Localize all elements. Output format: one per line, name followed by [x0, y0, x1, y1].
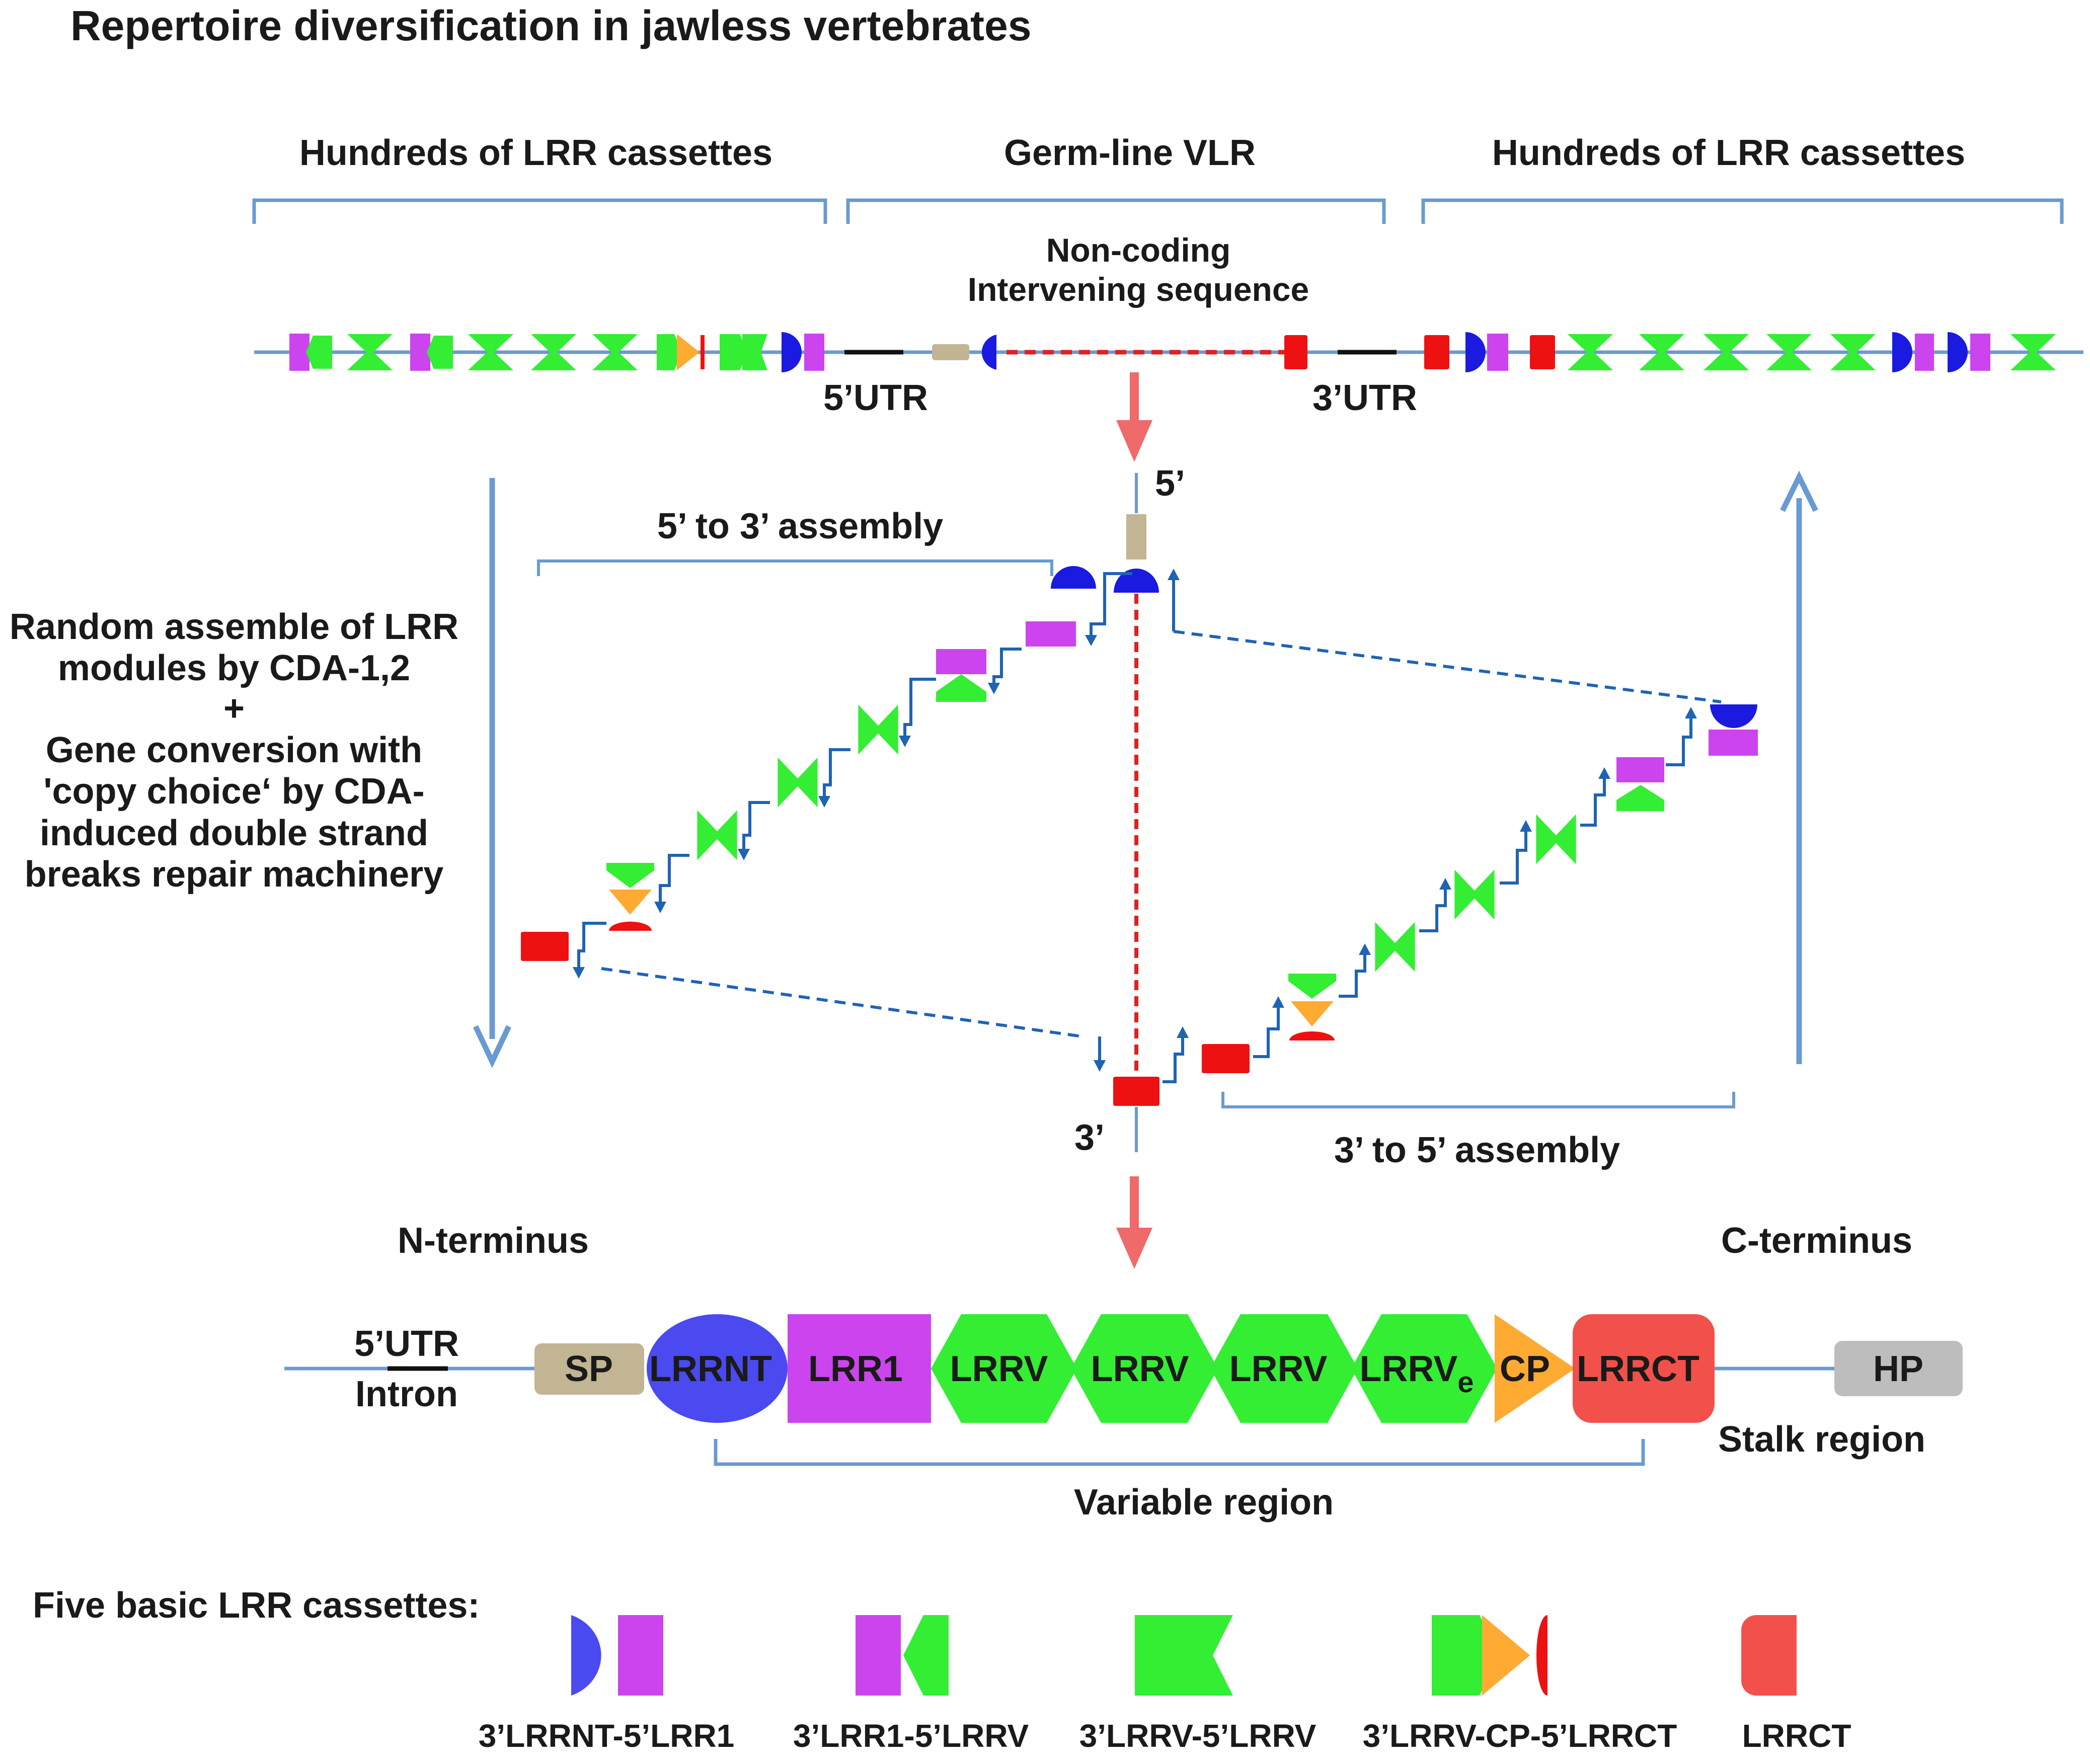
- right-assembly-chain: [1202, 704, 1758, 1073]
- legend-cassette-1: [571, 1615, 663, 1696]
- top-brackets: [252, 198, 2064, 224]
- dashed-connectors: [601, 630, 1722, 1038]
- left-assembly-chain: [521, 566, 1096, 961]
- legend-label-1: 3’LRRNT-5’LRR1: [479, 1718, 735, 1754]
- variable-region-label: Variable region: [1074, 1482, 1334, 1522]
- sp-label: SP: [565, 1349, 613, 1389]
- lrrct-label: LRRCT: [1577, 1349, 1699, 1389]
- mechanism-line-5: 'copy choice‘ by CDA-: [43, 771, 424, 812]
- mechanism-line-1: Random assemble of LRR: [10, 607, 458, 647]
- mechanism-line-4: Gene conversion with: [46, 730, 422, 770]
- pink-arrow-bottom: [1116, 1176, 1152, 1269]
- cp-domain: [1495, 1314, 1575, 1423]
- five-to-three-label: 5’ to 3’ assembly: [657, 506, 943, 546]
- utr5-label-bottom: 5’UTR: [354, 1324, 459, 1364]
- n-terminus-label: N-terminus: [398, 1221, 589, 1261]
- step-arrows: [577, 572, 1692, 1083]
- cp-label: CP: [1500, 1349, 1550, 1389]
- lrrv-domain-2: [1071, 1314, 1218, 1423]
- lrrv-domain-1: [931, 1314, 1077, 1423]
- mechanism-line-7: breaks repair machinery: [25, 854, 443, 895]
- lrr1-domain: [788, 1314, 931, 1423]
- lrrv-label-3: LRRV: [1229, 1349, 1328, 1389]
- lrrve-label-main: LRRV: [1360, 1349, 1458, 1389]
- lrr1-label: LRR1: [808, 1349, 903, 1389]
- mechanism-text: Random assemble of LRR modules by CDA-1,…: [10, 607, 458, 895]
- lrrnt-domain: [647, 1314, 788, 1423]
- hp-label: HP: [1873, 1349, 1923, 1389]
- diagram-title: Repertoire diversification in jawless ve…: [70, 2, 1031, 49]
- legend-label-2: 3’LRR1-5’LRRV: [793, 1718, 1029, 1754]
- pink-arrow-top: [1116, 372, 1152, 462]
- utr3-label-top: 3’UTR: [1312, 378, 1417, 418]
- five-prime-label: 5’: [1155, 463, 1185, 504]
- side-arrow-down: [473, 478, 511, 1068]
- assembly-brackets: [537, 559, 1735, 1108]
- legend-label-3: 3’LRRV-5’LRRV: [1079, 1718, 1317, 1754]
- legend-cassette-4: [1432, 1615, 1547, 1696]
- legend-cassette-3: [1135, 1615, 1233, 1696]
- legend-label-5: LRRCT: [1742, 1718, 1851, 1754]
- mechanism-line-6: induced double strand: [40, 813, 428, 853]
- three-prime-label: 3’: [1074, 1117, 1105, 1158]
- legend-cassette-5: [1741, 1615, 1797, 1696]
- mechanism-line-3: +: [223, 688, 245, 729]
- lrrve-domain: [1351, 1314, 1497, 1423]
- germline-vlr-label: Germ-line VLR: [1004, 133, 1256, 173]
- utr5-label-top: 5’UTR: [823, 378, 928, 418]
- lrrve-label-sub: e: [1457, 1366, 1474, 1399]
- stalk-region-label: Stalk region: [1718, 1419, 1925, 1460]
- lrrv-domain-3: [1210, 1314, 1358, 1423]
- mechanism-line-2: modules by CDA-1,2: [58, 648, 410, 688]
- lrrv-label-1: LRRV: [950, 1349, 1048, 1389]
- variable-region-bracket: [714, 1439, 1645, 1466]
- hp-domain: [1834, 1341, 1963, 1396]
- left-cassettes-label: Hundreds of LRR cassettes: [299, 133, 772, 173]
- intervening-sequence-label: Intervening sequence: [968, 271, 1309, 308]
- noncoding-label: Non-coding: [1046, 231, 1231, 269]
- lrrnt-label: LRRNT: [649, 1349, 772, 1389]
- three-to-five-label: 3’ to 5’ assembly: [1334, 1130, 1620, 1170]
- legend-title: Five basic LRR cassettes:: [33, 1585, 480, 1626]
- protein-domain-labels: SP LRRNT LRR1 LRRV LRRV LRRV LRRVe CP LR…: [565, 1349, 1923, 1399]
- step-arrowheads: [573, 569, 1697, 1072]
- germline-strand: [254, 332, 2083, 372]
- lrrv-label-2: LRRV: [1091, 1349, 1189, 1389]
- legend-labels: 3’LRRNT-5’LRR1 3’LRR1-5’LRRV 3’LRRV-5’LR…: [479, 1718, 1851, 1754]
- protein-domains: [534, 1314, 1963, 1423]
- intron-label: Intron: [355, 1374, 458, 1414]
- sp-domain: [534, 1343, 644, 1395]
- lrrve-label: LRRVe: [1360, 1349, 1474, 1399]
- side-arrow-up: [1780, 470, 1818, 1064]
- legend-cassette-2: [856, 1615, 949, 1696]
- c-terminus-label: C-terminus: [1721, 1221, 1912, 1261]
- right-cassettes-label: Hundreds of LRR cassettes: [1492, 133, 1965, 173]
- legend-label-4: 3’LRRV-CP-5’LRRCT: [1363, 1718, 1677, 1754]
- lrrct-domain: [1573, 1314, 1715, 1423]
